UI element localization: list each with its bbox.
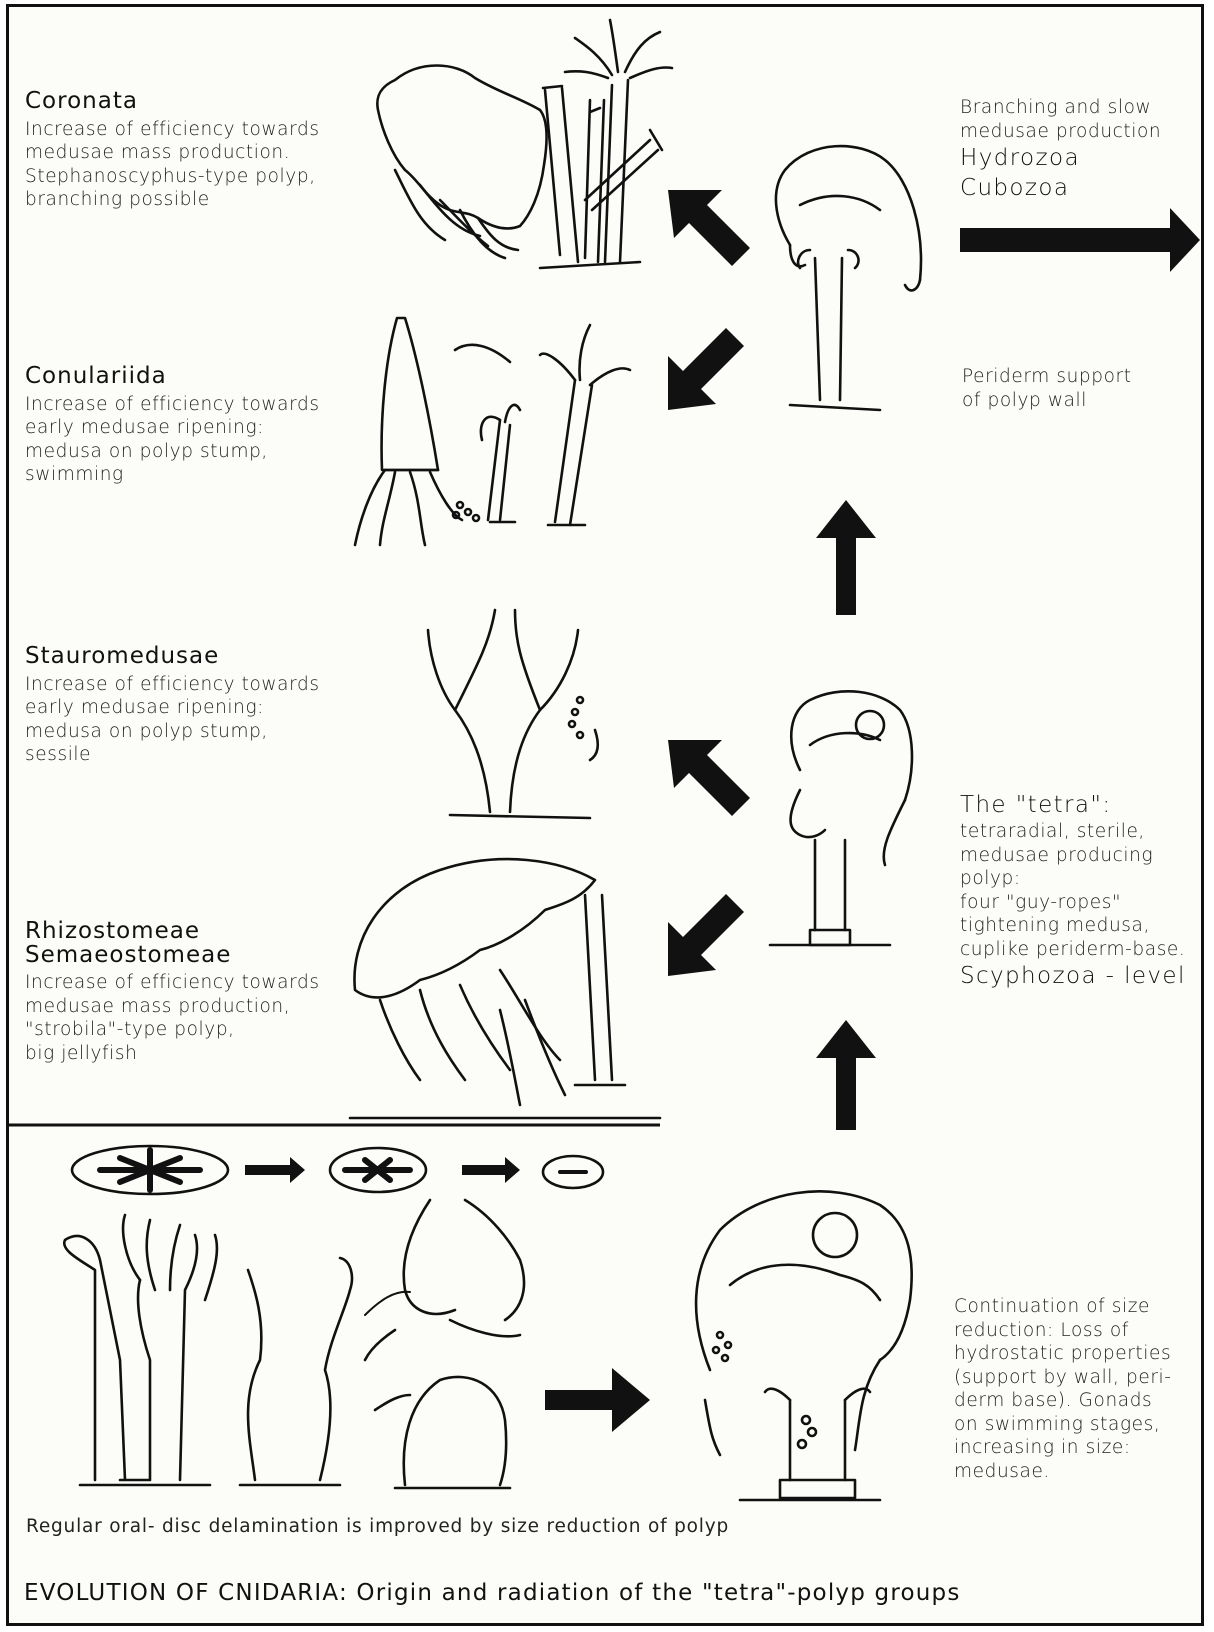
hydrozoa-taxon: Hydrozoa (960, 143, 1161, 173)
stauromedusae-title: Stauromedusae (25, 645, 320, 669)
coronata-medusa-illustration (377, 66, 546, 259)
arrow-up-upper (816, 500, 876, 615)
tetra-line: polyp: (960, 867, 1186, 891)
figure-title: EVOLUTION OF CNIDARIA: Origin and radiat… (24, 1580, 961, 1606)
tetra-line: tightening medusa, (960, 914, 1186, 938)
tetra-block: The "tetra": tetraradial, sterile, medus… (960, 790, 1186, 991)
arrow-to-tetra-level (545, 1368, 650, 1432)
conulariida-illustration (355, 318, 630, 545)
scyphozoa-medusa-illustration (696, 1191, 912, 1500)
cubozoa-taxon: Cubozoa (960, 173, 1161, 203)
scyphozoa-level-label: Scyphozoa - level (960, 961, 1186, 991)
arrow-up-lower (816, 1020, 876, 1130)
stauromedusae-illustration (428, 610, 598, 818)
arrow-disc-1 (245, 1157, 305, 1183)
continuation-line: on swimming stages, (954, 1413, 1172, 1437)
semaeostomeae-title: Semaeostomeae (25, 944, 320, 968)
coronata-line: Increase of efficiency towards (25, 118, 320, 142)
coronata-line: medusae mass production. (25, 141, 320, 165)
conulariida-line: early medusae ripening: (25, 416, 320, 440)
hydrozoa-medusa-polyp-illustration (776, 146, 921, 410)
periderm-line: Periderm support (962, 365, 1132, 389)
rhizostomeae-line: "strobila"-type polyp, (25, 1018, 320, 1042)
bottom-polyps-illustration (64, 1200, 524, 1488)
coronata-polyp-illustration (540, 20, 672, 268)
periderm-block: Periderm support of polyp wall (962, 365, 1132, 412)
stauromedusae-line: Increase of efficiency towards (25, 673, 320, 697)
conulariida-block: Conulariida Increase of efficiency towar… (25, 365, 320, 487)
rhizostomeae-illustration (350, 859, 660, 1118)
hydrozoa-line: medusae production (960, 120, 1161, 144)
tetra-line: cuplike periderm-base. (960, 938, 1186, 962)
continuation-line: Continuation of size (954, 1295, 1172, 1319)
stauromedusae-line: early medusae ripening: (25, 696, 320, 720)
coronata-line: Stephanoscyphus-type polyp, (25, 165, 320, 189)
rhizostomeae-line: big jellyfish (25, 1042, 320, 1066)
arrow-disc-2 (462, 1157, 520, 1183)
continuation-line: increasing in size: (954, 1436, 1172, 1460)
arrow-to-conulariida (668, 328, 744, 410)
continuation-line: medusae. (954, 1460, 1172, 1484)
rhizostomeae-title: Rhizostomeae (25, 920, 320, 944)
continuation-line: derm base). Gonads (954, 1389, 1172, 1413)
arrow-to-rhizostomeae (668, 894, 744, 976)
oral-disc-series-illustration (72, 1146, 603, 1194)
tetra-line: medusae producing (960, 844, 1186, 868)
coronata-line: branching possible (25, 188, 320, 212)
continuation-line: reduction: Loss of (954, 1319, 1172, 1343)
stauromedusae-block: Stauromedusae Increase of efficiency tow… (25, 645, 320, 767)
continuation-line: hydrostatic properties (954, 1342, 1172, 1366)
conulariida-title: Conulariida (25, 365, 320, 389)
rhizostomeae-line: Increase of efficiency towards (25, 971, 320, 995)
oral-disc-caption: Regular oral- disc delamination is impro… (26, 1516, 729, 1537)
tetra-line: four "guy-ropes" (960, 891, 1186, 915)
stauromedusae-line: medusa on polyp stump, (25, 720, 320, 744)
hydrozoa-line: Branching and slow (960, 96, 1161, 120)
conulariida-line: swimming (25, 463, 320, 487)
rhizostomeae-block: Rhizostomeae Semaeostomeae Increase of e… (25, 920, 320, 1065)
coronata-block: Coronata Increase of efficiency towards … (25, 90, 320, 212)
tetra-polyp-illustration (770, 691, 912, 945)
arrow-to-hydrozoa (960, 208, 1200, 272)
rhizostomeae-line: medusae mass production, (25, 995, 320, 1019)
continuation-block: Continuation of size reduction: Loss of … (954, 1295, 1172, 1483)
conulariida-line: Increase of efficiency towards (25, 393, 320, 417)
tetra-title: The "tetra": (960, 790, 1186, 820)
arrow-to-coronata (668, 190, 750, 266)
periderm-line: of polyp wall (962, 389, 1132, 413)
coronata-title: Coronata (25, 90, 320, 114)
stauromedusae-line: sessile (25, 743, 320, 767)
arrow-to-stauromedusae (668, 740, 750, 816)
tetra-line: tetraradial, sterile, (960, 820, 1186, 844)
conulariida-line: medusa on polyp stump, (25, 440, 320, 464)
hydrozoa-block: Branching and slow medusae production Hy… (960, 96, 1161, 203)
continuation-line: (support by wall, peri- (954, 1366, 1172, 1390)
